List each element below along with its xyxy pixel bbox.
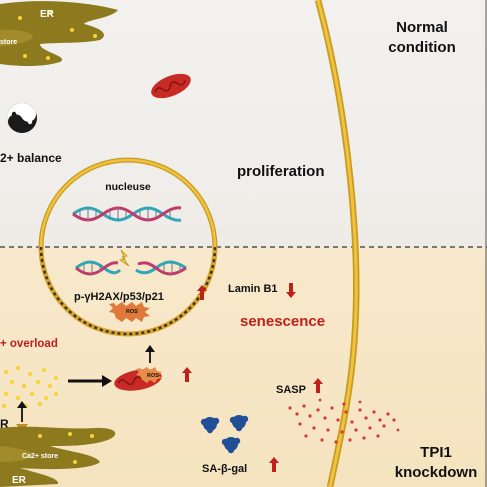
ros-nucleus-label: ROS — [126, 309, 138, 315]
sasp-up-arrow-icon — [313, 378, 323, 393]
normal-condition-label-line2: condition — [388, 39, 456, 56]
normal-condition-label-line1: Normal — [396, 19, 448, 36]
calcium-overload-label: + overload — [0, 338, 58, 350]
r-label: R — [0, 417, 9, 431]
knockdown-label: knockdown — [395, 464, 478, 481]
senescence-label: senescence — [240, 313, 325, 330]
nucleus-envelope-damaged — [38, 246, 218, 337]
lamin-b1-label: Lamin B1 — [228, 283, 278, 295]
calcium-ions-cluster — [1, 365, 58, 409]
nucleus — [38, 157, 218, 337]
proliferation-label: proliferation — [237, 163, 325, 180]
dna-helix-damaged-icon — [75, 249, 187, 276]
er-top-icon — [0, 1, 118, 66]
er-bottom-icon — [0, 426, 116, 487]
markers-up-arrow-icon — [197, 285, 207, 300]
mitochondria-top-icon — [151, 73, 191, 99]
sa-beta-gal-icon — [200, 415, 249, 454]
ros-mito-label: ROS — [147, 373, 159, 379]
store-bottom-label: Ca2+ store — [22, 453, 58, 460]
calcium-balance-label: 2+ balance — [0, 151, 62, 165]
er-top-label: ER — [40, 9, 55, 20]
senescence-markers-label: p-γH2AX/p53/p21 — [74, 291, 164, 303]
knockdown-region-background — [0, 247, 487, 487]
dna-helix-intact-icon — [72, 206, 182, 222]
sa-beta-gal-label: SA-β-gal — [202, 463, 247, 475]
ros-mito-burst-icon — [136, 367, 162, 383]
tpi1-label: TPI1 — [420, 444, 452, 461]
dna-damage-bolt-icon — [118, 249, 130, 267]
lamin-down-arrow-icon — [286, 283, 296, 298]
sasp-label: SASP — [276, 384, 306, 396]
nucleus-label: nucleuse — [105, 181, 151, 193]
ros-nucleus-burst-icon — [109, 302, 150, 322]
sa-beta-gal-up-arrow-icon — [269, 457, 279, 472]
sasp-secretion-dots — [288, 398, 400, 444]
balance-yin-yang-icon — [7, 103, 37, 133]
store-top-label: store — [0, 39, 17, 46]
er-bottom-label: ER — [12, 475, 27, 486]
ros-mito-up-arrow-icon — [182, 367, 192, 382]
